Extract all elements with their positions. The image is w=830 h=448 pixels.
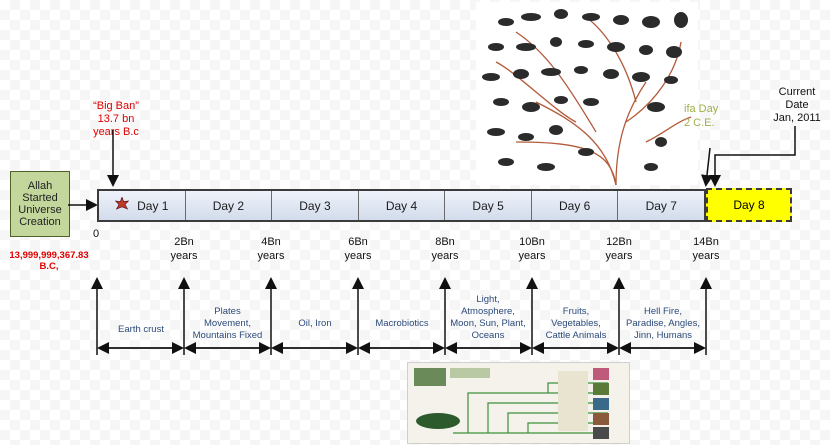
day-4-label: Day 4 xyxy=(385,198,418,213)
tick-10bn: 10Bn years xyxy=(507,235,557,263)
evolution-tree-illustration xyxy=(476,2,698,186)
day-1-label: Day 1 xyxy=(137,198,169,213)
tick-unit: years xyxy=(431,250,459,262)
tick-8bn: 8Bn years xyxy=(420,235,470,263)
day-note-line1: ifa Day xyxy=(684,103,719,115)
day-note-label: ifa Day 2 C.E. xyxy=(684,102,744,130)
tick-value: 6Bn xyxy=(348,236,368,248)
tick-unit: years xyxy=(170,250,198,262)
tick-unit: years xyxy=(518,250,546,262)
universe-creation-box: Allah Started Universe Creation xyxy=(10,171,70,237)
current-date-line2: Date xyxy=(785,99,809,111)
current-date-arrow xyxy=(709,126,796,187)
tick-value: 2Bn xyxy=(174,236,194,248)
label-day-3: Oil, Iron xyxy=(298,318,332,329)
days-timeline: Day 1 Day 2 Day 3 Day 4 Day 5 Day 6 Day … xyxy=(97,189,706,222)
tick-unit: years xyxy=(605,250,633,262)
tick-value: 14Bn xyxy=(693,236,719,248)
tick-value: 10Bn xyxy=(519,236,545,248)
label-day-2: Plates Movement, Mountains Fixed xyxy=(192,306,263,341)
day-6-label: Day 6 xyxy=(559,198,591,213)
day-6: Day 6 xyxy=(531,191,619,220)
big-bang-title: “Big Ban” xyxy=(93,100,139,112)
creation-date: 13,999,999,367.83 B.C, xyxy=(9,250,89,272)
tick-value: 12Bn xyxy=(606,236,632,248)
tick-zero: 0 xyxy=(93,228,100,240)
big-bang-label: “Big Ban” 13.7 bn years B.c xyxy=(84,100,148,139)
label-day-1: Earth crust xyxy=(118,324,164,335)
day-3: Day 3 xyxy=(272,191,359,220)
day-3-label: Day 3 xyxy=(299,198,331,213)
tick-unit: years xyxy=(344,250,372,262)
day-note-line2: 2 C.E. xyxy=(684,117,715,129)
day-2: Day 2 xyxy=(185,191,273,220)
universe-creation-text: Allah Started Universe Creation xyxy=(18,180,62,228)
tick-4bn: 4Bn years xyxy=(246,235,296,263)
tick-value: 4Bn xyxy=(261,236,281,248)
day-1: Day 1 xyxy=(99,191,186,220)
label-day-7: Hell Fire, Paradise, Angles, Jinn, Human… xyxy=(626,306,700,341)
day-4: Day 4 xyxy=(358,191,446,220)
day-7: Day 7 xyxy=(618,191,705,220)
big-bang-unit: years B.c xyxy=(93,126,139,138)
label-day-6: Fruits, Vegetables, Cattle Animals xyxy=(545,306,607,341)
tick-12bn: 12Bn years xyxy=(594,235,644,263)
current-date-line1: Current xyxy=(778,86,816,98)
day-2-label: Day 2 xyxy=(212,198,245,213)
tick-value: 8Bn xyxy=(435,236,455,248)
label-day-5: Light, Atmosphere, Moon, Sun, Plant, Oce… xyxy=(450,294,526,341)
evolution-chart-thumbnail xyxy=(407,362,630,444)
current-date-label: Current Date Jan, 2011 xyxy=(762,86,830,125)
tick-6bn: 6Bn years xyxy=(333,235,383,263)
tick-unit: years xyxy=(257,250,285,262)
tick-14bn: 14Bn years xyxy=(681,235,731,263)
current-date-line3: Jan, 2011 xyxy=(773,112,821,124)
tick-2bn: 2Bn years xyxy=(159,235,209,263)
sun-icon xyxy=(114,196,130,214)
label-day-4: Macrobiotics xyxy=(375,318,429,329)
big-bang-age: 13.7 bn xyxy=(97,113,135,125)
tick-unit: years xyxy=(692,250,720,262)
day-8-label: Day 8 xyxy=(733,198,765,212)
day-5-label: Day 5 xyxy=(472,198,504,213)
day-7-label: Day 7 xyxy=(645,198,677,213)
day-8: Day 8 xyxy=(706,188,792,222)
day-5: Day 5 xyxy=(445,191,532,220)
day-note-arrow xyxy=(701,147,713,187)
